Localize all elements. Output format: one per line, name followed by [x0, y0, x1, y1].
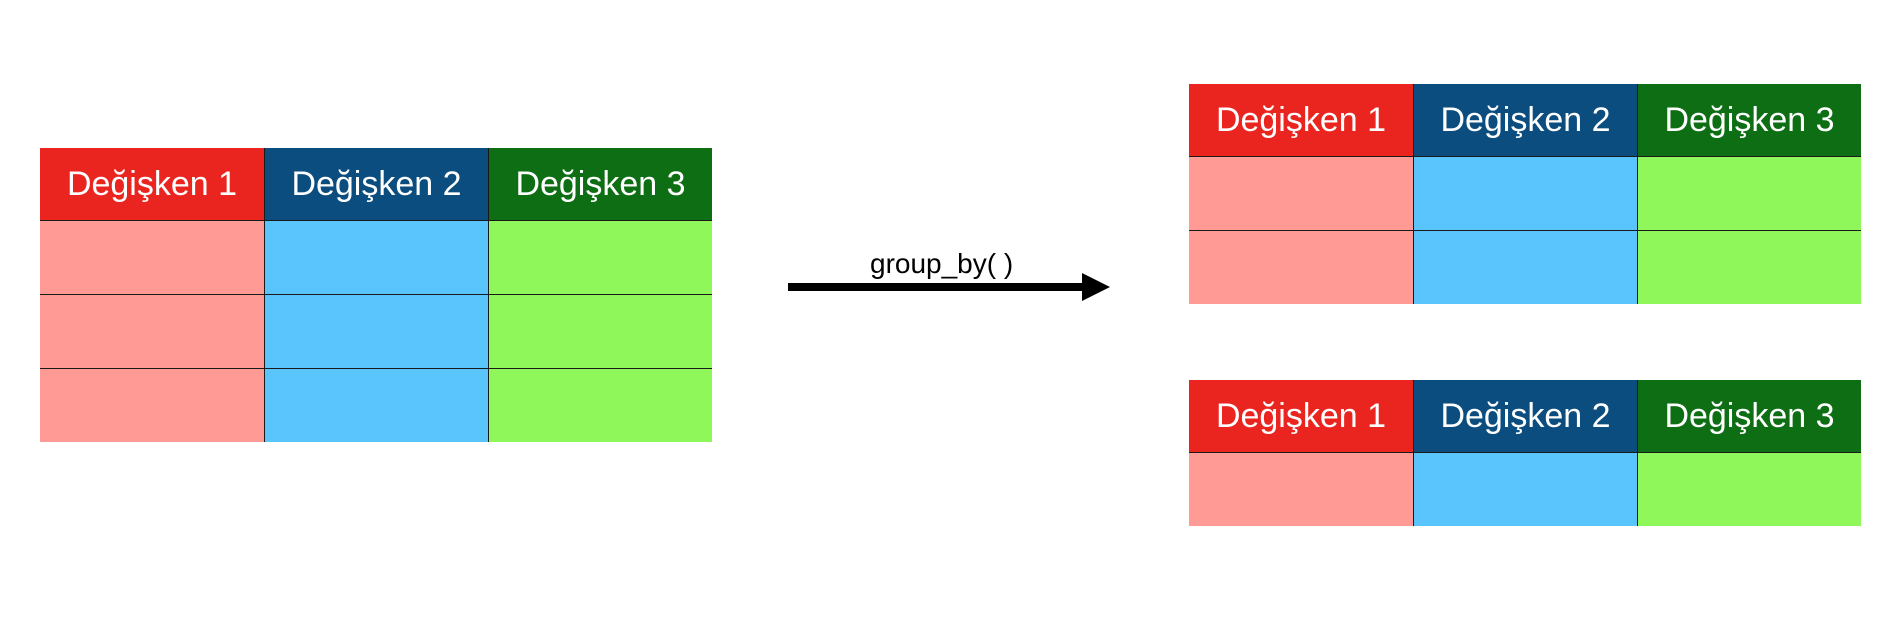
cell	[1189, 230, 1413, 304]
cell	[40, 294, 264, 368]
header-variable-1: Değişken 1	[1189, 84, 1413, 156]
cell	[488, 368, 712, 442]
header-variable-3: Değişken 3	[488, 148, 712, 220]
cell	[40, 220, 264, 294]
cell	[264, 368, 488, 442]
cell	[1637, 452, 1861, 526]
cell	[1637, 156, 1861, 230]
group-table-1: Değişken 1 Değişken 2 Değişken 3	[1189, 84, 1861, 304]
group-table-2: Değişken 1 Değişken 2 Değişken 3	[1189, 380, 1861, 526]
arrow-label: group_by( )	[870, 248, 1014, 279]
cell	[1189, 452, 1413, 526]
cell	[1637, 230, 1861, 304]
header-variable-2: Değişken 2	[1413, 84, 1637, 156]
cell	[1413, 452, 1637, 526]
cell	[1189, 156, 1413, 230]
header-variable-1: Değişken 1	[1189, 380, 1413, 452]
cell	[264, 220, 488, 294]
header-variable-2: Değişken 2	[264, 148, 488, 220]
cell	[40, 368, 264, 442]
cell	[264, 294, 488, 368]
cell	[1413, 156, 1637, 230]
header-variable-1: Değişken 1	[40, 148, 264, 220]
arrow-right-icon	[788, 273, 1110, 301]
header-variable-3: Değişken 3	[1637, 380, 1861, 452]
header-variable-2: Değişken 2	[1413, 380, 1637, 452]
cell	[1413, 230, 1637, 304]
cell	[488, 294, 712, 368]
cell	[488, 220, 712, 294]
header-variable-3: Değişken 3	[1637, 84, 1861, 156]
input-table: Değişken 1 Değişken 2 Değişken 3	[40, 148, 712, 442]
